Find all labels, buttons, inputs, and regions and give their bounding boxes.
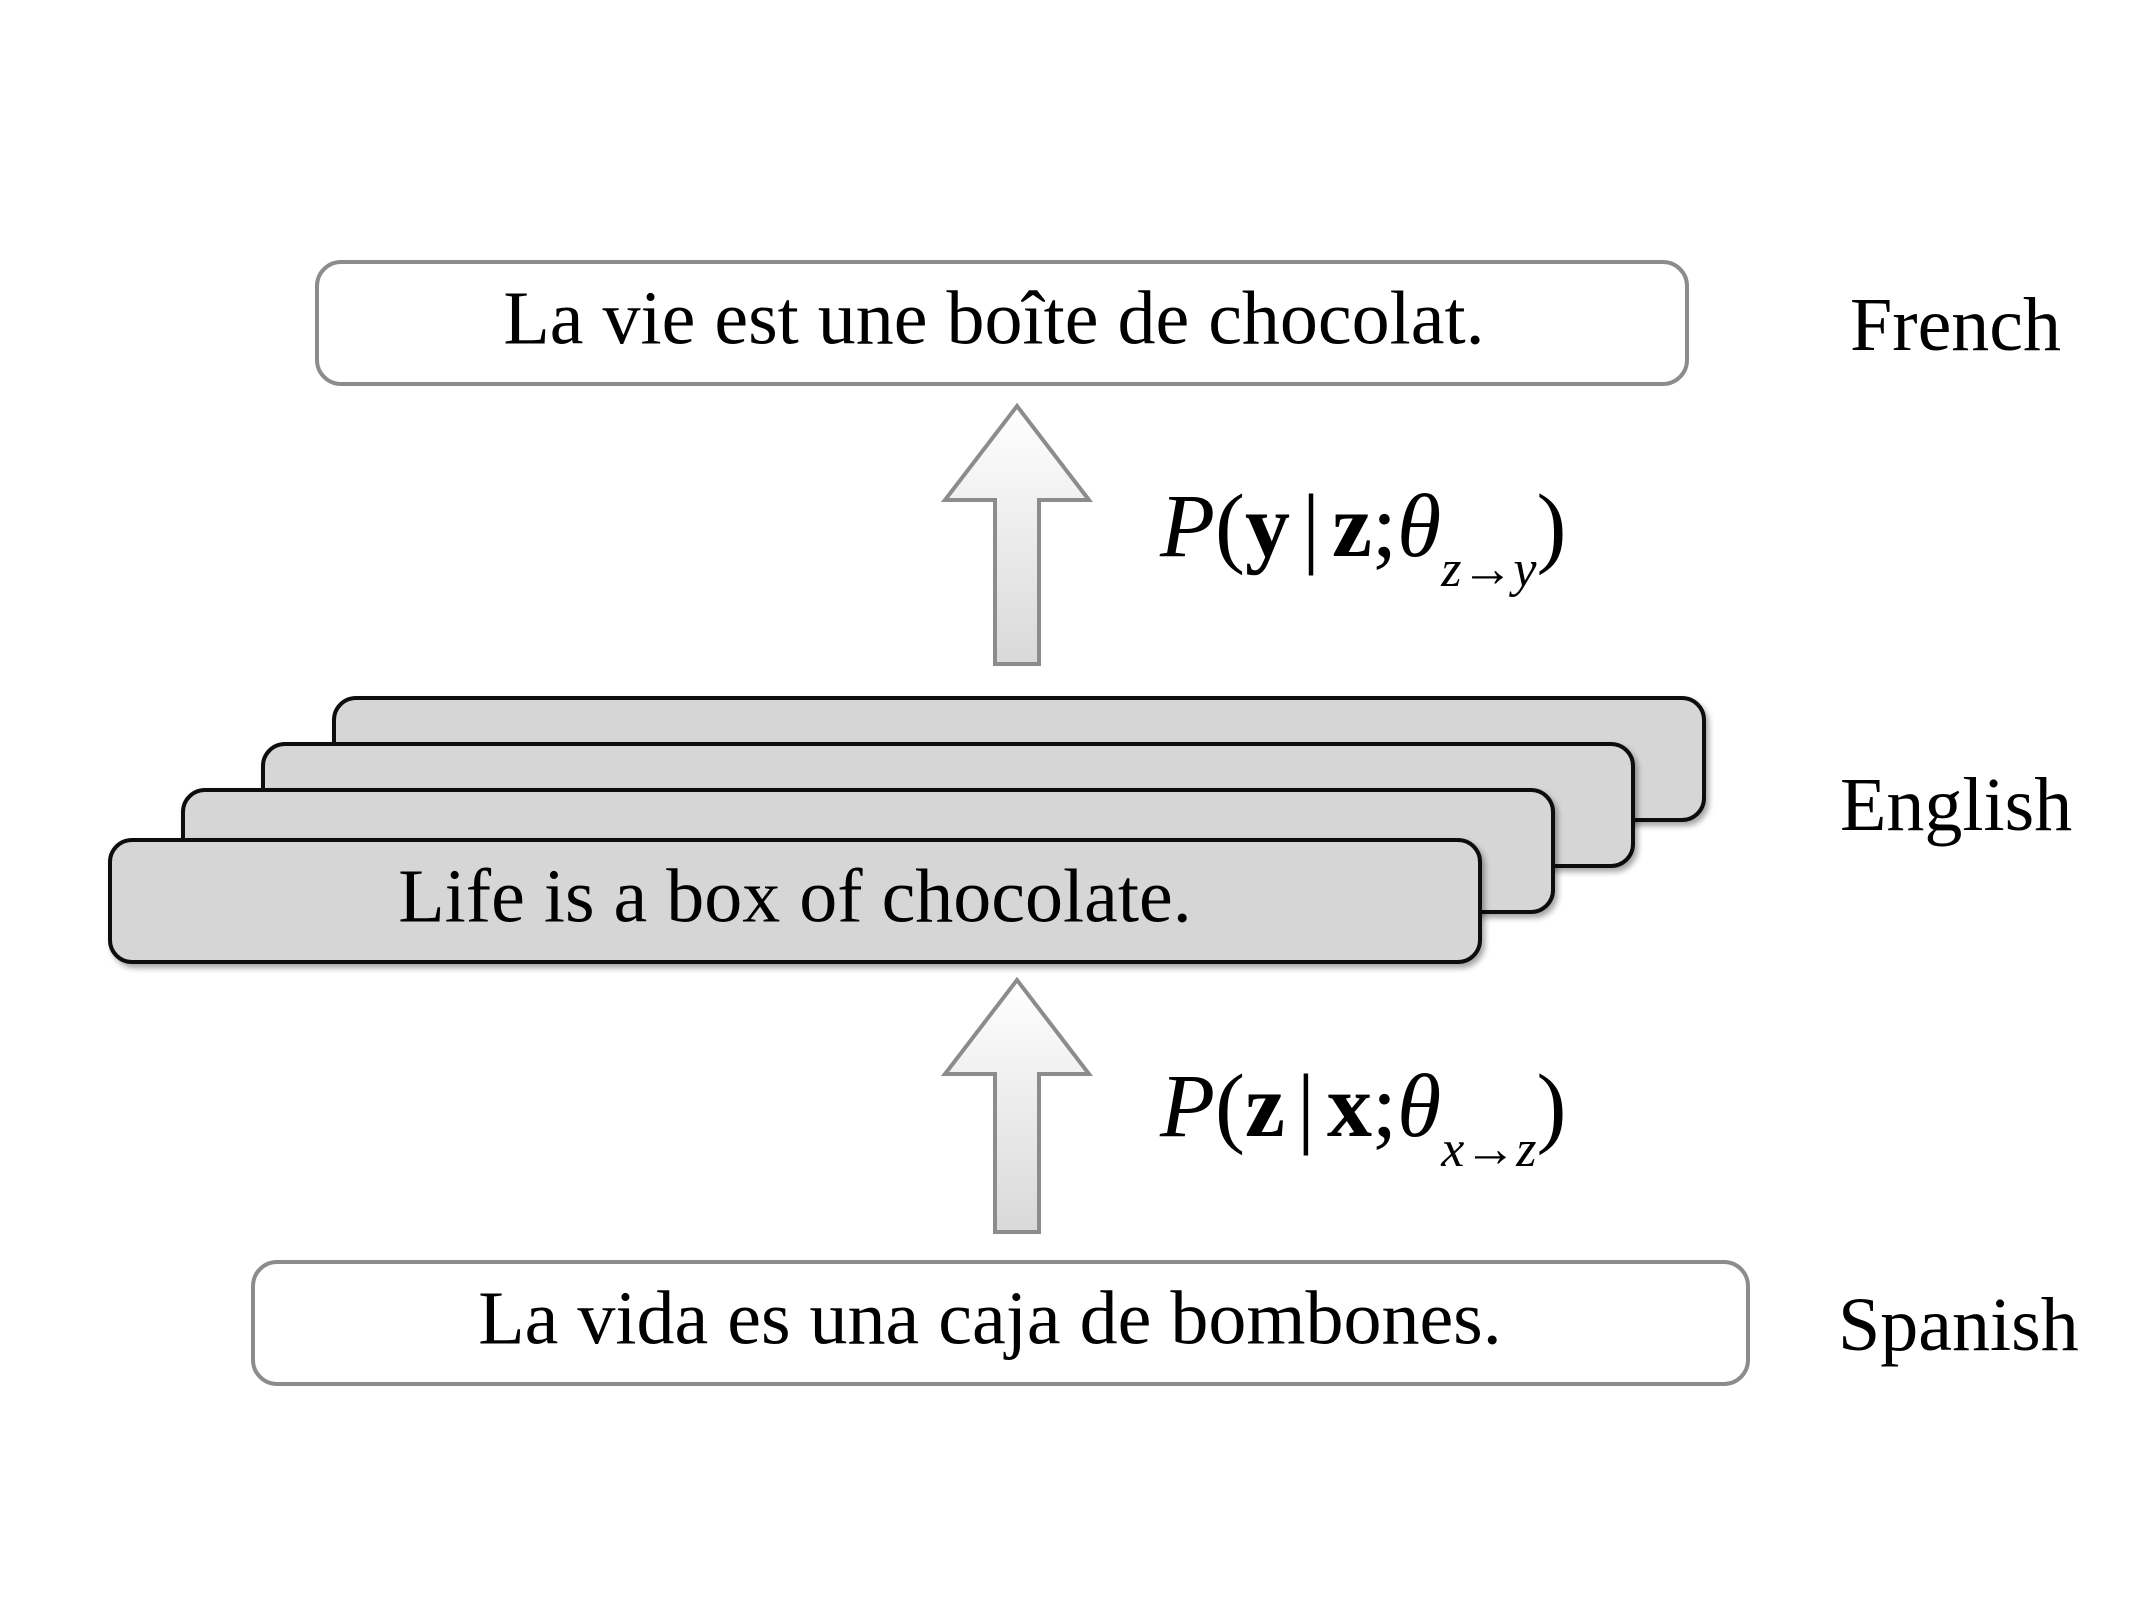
french-sentence-text: La vie est une boîte de chocolat.	[503, 276, 1484, 360]
formula-bottom-theta: θ	[1397, 1057, 1441, 1156]
formula-bottom-var2: x	[1327, 1057, 1372, 1156]
formula-top-bar: |	[1302, 477, 1320, 576]
formula-bottom-sub: x→z	[1440, 1121, 1536, 1178]
formula-top-p: P	[1159, 477, 1215, 576]
english-stack-layer-1	[108, 838, 1482, 964]
english-hypothesis-stack: Life is a box of chocolate.	[108, 696, 1706, 964]
formula-top-var1: y	[1245, 477, 1290, 576]
french-sentence-box: La vie est une boîte de chocolat.	[315, 260, 1689, 386]
formula-bottom: P(z|x;θx→z)	[1159, 1057, 1567, 1178]
formula-top-semi: ;	[1372, 477, 1397, 576]
formula-bottom-bar: |	[1297, 1057, 1315, 1156]
formula-top-open: (	[1215, 477, 1245, 576]
formula-top-theta: θ	[1397, 477, 1441, 576]
spanish-sentence-box: La vida es una caja de bombones.	[251, 1260, 1750, 1386]
formula-top-sub: z→y	[1440, 541, 1537, 598]
spanish-sentence-text: La vida es una caja de bombones.	[478, 1276, 1502, 1360]
arrow-up-bottom	[940, 976, 1094, 1234]
english-sentence-text: Life is a box of chocolate.	[398, 854, 1191, 938]
formula-bottom-close: )	[1537, 1057, 1567, 1156]
formula-top-var2: z	[1332, 477, 1372, 576]
formula-top: P(y|z;θz→y)	[1159, 477, 1567, 598]
label-french: French	[1850, 283, 2061, 367]
formula-bottom-p: P	[1159, 1057, 1215, 1156]
label-english: English	[1840, 763, 2072, 847]
formula-bottom-open: (	[1215, 1057, 1245, 1156]
formula-bottom-semi: ;	[1372, 1057, 1397, 1156]
arrow-up-top	[940, 402, 1094, 666]
formula-bottom-var1: z	[1245, 1057, 1285, 1156]
formula-top-close: )	[1537, 477, 1567, 576]
label-spanish: Spanish	[1838, 1283, 2079, 1367]
